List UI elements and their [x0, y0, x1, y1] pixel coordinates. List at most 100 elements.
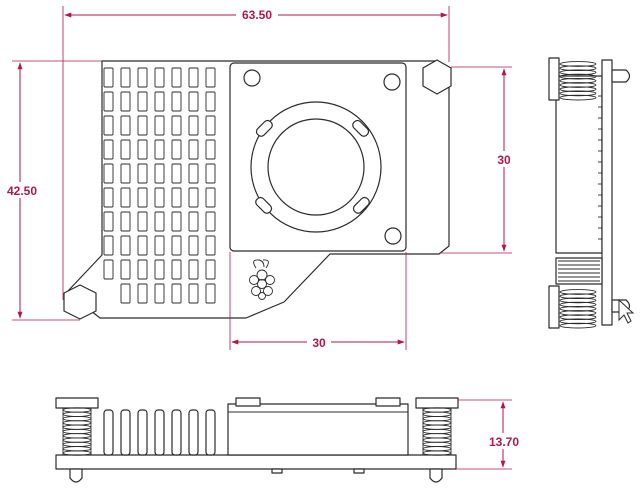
dim-label-bg-height: [2, 182, 42, 198]
front-springs: [62, 407, 452, 456]
dim-plate-width: 30: [312, 336, 326, 350]
front-spring-coil: [422, 446, 452, 452]
fin-slot: [120, 259, 131, 280]
fin-slot: [188, 211, 199, 232]
spring-coil: [559, 73, 597, 80]
spring-coil: [559, 82, 597, 88]
front-spring-coil: [422, 428, 452, 435]
spring-coil: [559, 86, 597, 93]
front-spring-coil: [62, 428, 92, 435]
fin-slot: [205, 235, 216, 256]
fin-slot: [171, 283, 182, 304]
fin-slot: [205, 187, 216, 208]
fin-slot: [171, 91, 182, 112]
spring-coil: [559, 318, 597, 325]
fin-slot: [103, 67, 114, 88]
fin-slot: [171, 67, 182, 88]
front-spring-cap-right: [415, 397, 459, 409]
side-lower-fin-block: [555, 257, 603, 285]
fin-slot: [137, 115, 148, 136]
fin-slot: [103, 163, 114, 184]
fin-slot: [154, 139, 165, 160]
front-foot-left: [271, 468, 283, 474]
fin-slot: [188, 115, 199, 136]
side-base-plate: [601, 59, 613, 326]
cursor-icon: [618, 298, 635, 324]
front-spring-coil: [62, 420, 92, 426]
top-view: 63.50 42.50 30 30: [2, 6, 514, 350]
side-springs: [559, 61, 597, 329]
spring-coil: [559, 94, 597, 101]
spring-coil: [559, 65, 597, 72]
fin-slot: [137, 187, 148, 208]
fin-slot: [205, 283, 216, 304]
fin-slot: [154, 211, 165, 232]
plate-screw-tr: [383, 73, 401, 91]
dim-label-bg-width: [236, 6, 278, 22]
front-spring-coil: [422, 441, 452, 448]
front-fin: [120, 409, 131, 456]
front-fin: [103, 409, 114, 456]
fin-slot: [120, 211, 131, 232]
fin-slot: [103, 91, 114, 112]
fin-slot: [154, 67, 165, 88]
fin-slot: [188, 163, 199, 184]
dim-overall-width: 63.50: [242, 8, 272, 22]
dim-thickness: 13.70: [489, 435, 519, 449]
fin-slot: [103, 187, 114, 208]
spring-coil: [559, 289, 597, 295]
side-view: [548, 57, 635, 329]
front-spring-coil: [62, 411, 92, 417]
hex-standoff-top-right: [422, 59, 452, 95]
front-spring-coil: [422, 411, 452, 417]
spring-coil: [559, 301, 597, 308]
spring-coil: [559, 305, 597, 312]
fin-slot: [171, 115, 182, 136]
front-fan-block: [227, 403, 409, 456]
front-spring-coil: [62, 437, 92, 443]
fin-slot: [103, 115, 114, 136]
fin-slot: [103, 139, 114, 160]
fin-slot: [120, 139, 131, 160]
fin-slot: [188, 139, 199, 160]
fin-slot: [137, 91, 148, 112]
fin-slot: [154, 115, 165, 136]
front-spring-cap-left: [55, 397, 99, 409]
fin-slot: [205, 163, 216, 184]
front-fin: [188, 409, 199, 456]
fin-slot: [137, 67, 148, 88]
fin-slot: [188, 91, 199, 112]
front-spring-coil: [62, 424, 92, 430]
fin-slot: [188, 187, 199, 208]
spring-coil: [559, 61, 597, 67]
front-pin-left: [69, 468, 83, 483]
dim-plate-height: 30: [497, 153, 511, 167]
front-spring-coil: [422, 420, 452, 426]
fin-slot: [154, 163, 165, 184]
dim-label-bg-plate-width: [307, 334, 331, 350]
fin-slot: [137, 259, 148, 280]
fin-slot: [120, 163, 131, 184]
fin-slot: [188, 283, 199, 304]
fin-slot: [103, 235, 114, 256]
side-spring-cap-bottom: [548, 285, 560, 329]
fin-slot: [205, 67, 216, 88]
side-lower-fins: [555, 257, 603, 285]
front-spring-coil: [62, 446, 92, 452]
fin-slot: [137, 235, 148, 256]
front-fins: [103, 409, 216, 456]
fin-slot: [137, 283, 148, 304]
front-fan-cap-left: [235, 397, 261, 407]
side-fins: [598, 95, 602, 240]
fin-slot: [154, 235, 165, 256]
fin-slot: [171, 163, 182, 184]
front-spring-coil: [422, 415, 452, 422]
fan-icon: [250, 101, 382, 233]
spring-coil: [559, 77, 597, 84]
fin-slot: [205, 211, 216, 232]
front-foot-right: [353, 468, 365, 474]
front-pin-right: [429, 468, 443, 483]
front-spring-coil: [62, 415, 92, 422]
fin-slot: [120, 91, 131, 112]
